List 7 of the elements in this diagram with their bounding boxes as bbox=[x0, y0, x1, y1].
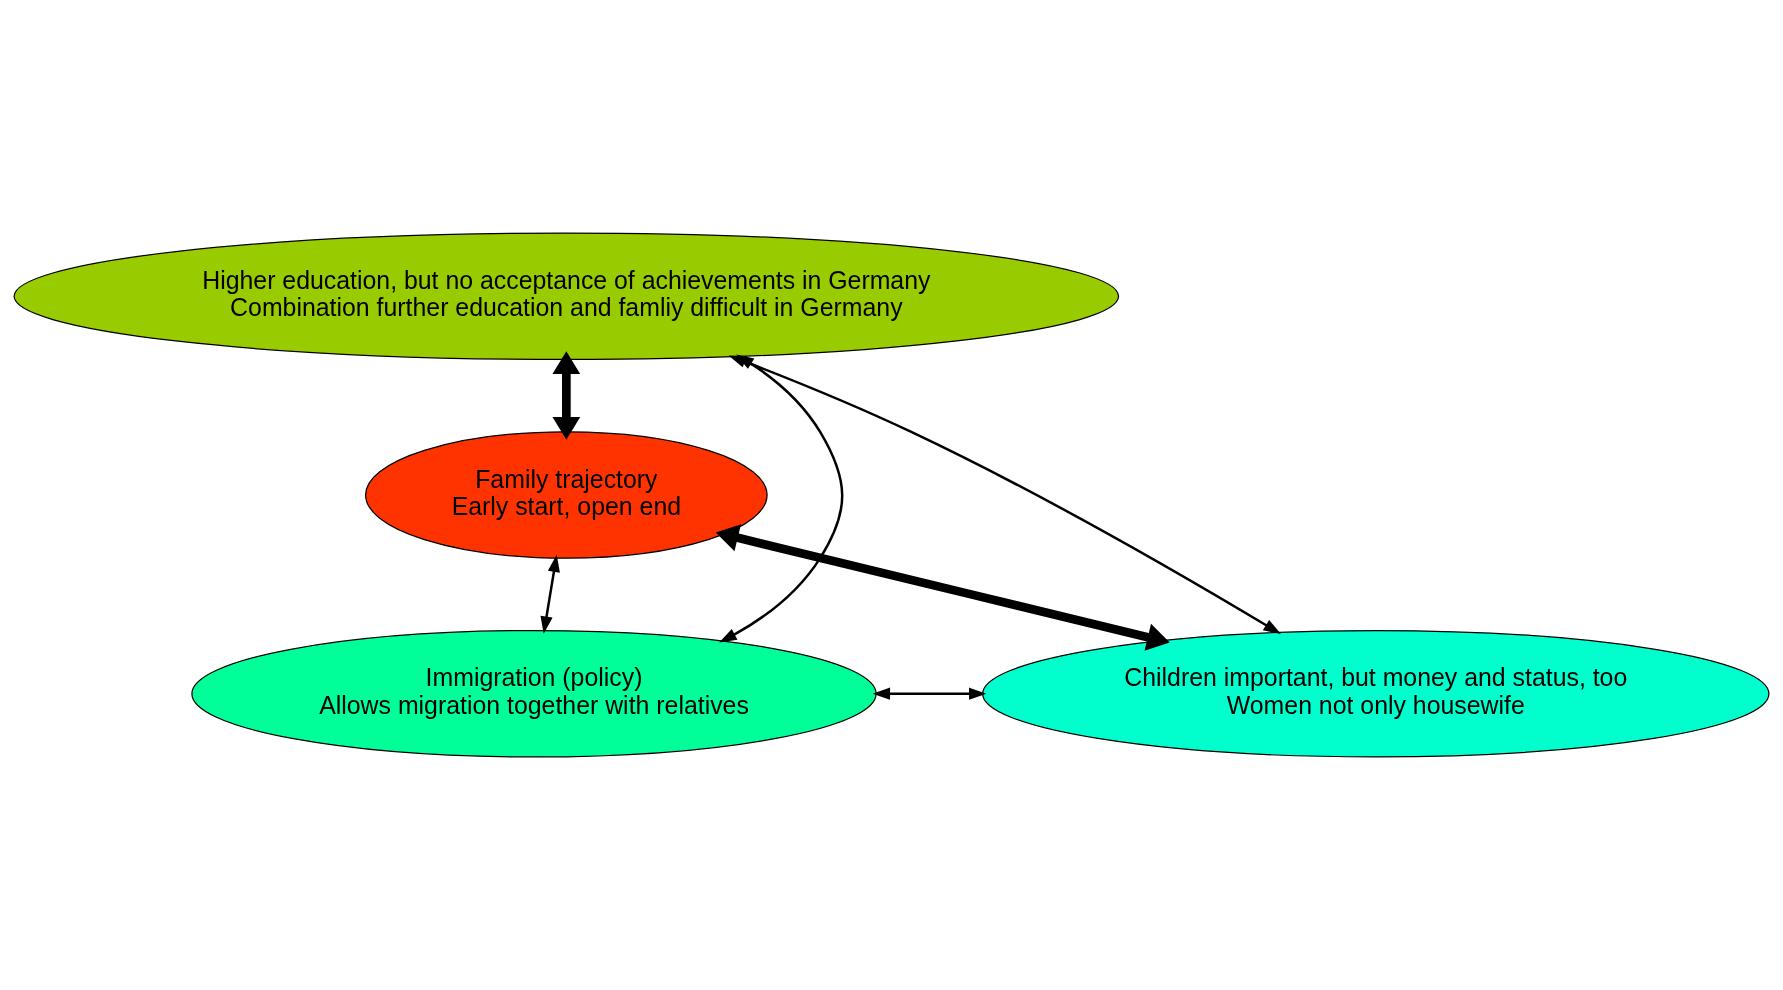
node-ellipse: Family trajectory Early start, open end bbox=[365, 431, 768, 559]
node-ellipse: Higher education, but no acceptance of achievements in Germany Combination further education and famliy difficult in Germany bbox=[13, 232, 1120, 361]
arrow bbox=[872, 687, 987, 700]
arrow bbox=[540, 554, 560, 634]
arrow bbox=[552, 351, 581, 440]
node-ellipse: Children important, but money and status, too Women not only housewife bbox=[982, 629, 1770, 758]
arrow bbox=[715, 524, 1170, 651]
